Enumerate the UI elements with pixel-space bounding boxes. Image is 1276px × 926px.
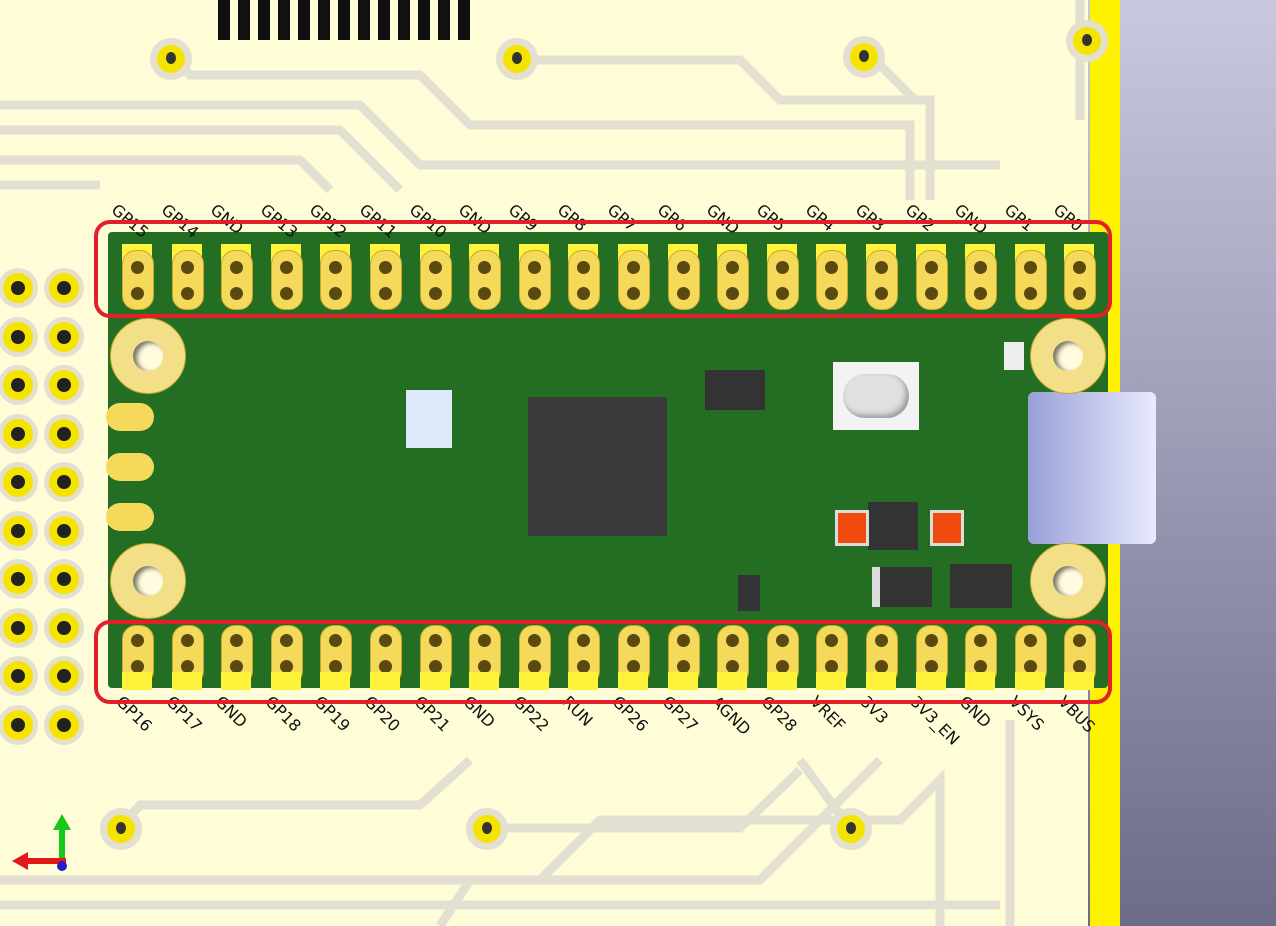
header-pin (44, 656, 84, 696)
pad (915, 672, 946, 690)
diode (950, 564, 1012, 608)
x-axis-arrow-icon (12, 852, 66, 870)
via (830, 808, 872, 850)
highlight-top-header (94, 220, 1112, 318)
highlight-bottom-header (94, 620, 1112, 704)
pin-top (965, 250, 998, 310)
via (1066, 20, 1108, 62)
qr-code (218, 0, 473, 40)
header-pin (44, 365, 84, 405)
pad (568, 672, 599, 690)
pad (171, 672, 202, 690)
debug-pad (106, 453, 154, 481)
pin-top (221, 250, 254, 310)
pad (419, 672, 450, 690)
pin-top (667, 250, 700, 310)
pin-top (1014, 250, 1047, 310)
capacitor (930, 510, 964, 546)
pin-top (320, 250, 353, 310)
flash-chip (406, 390, 452, 448)
pin-top (717, 250, 750, 310)
pad (469, 672, 500, 690)
header-pin (44, 413, 84, 454)
pin-top (469, 250, 502, 310)
diode (872, 567, 932, 607)
pin-top (122, 250, 154, 310)
pad (766, 672, 797, 690)
header-pin (44, 462, 84, 502)
via (496, 38, 538, 80)
header-pin (44, 268, 84, 308)
via (100, 808, 142, 850)
y-axis-arrow-icon (53, 814, 71, 862)
pad (221, 672, 252, 690)
axis-gizmo (12, 814, 71, 871)
pad (370, 672, 400, 690)
header-pin (44, 316, 84, 357)
ic-chip (705, 370, 765, 410)
pin-top (915, 250, 948, 310)
header-pin (0, 704, 38, 745)
pin-top (618, 250, 650, 310)
header-pin (0, 656, 38, 696)
pin-top (171, 250, 204, 310)
pin-top (816, 250, 849, 310)
pad (667, 672, 698, 690)
header-pin (0, 268, 38, 308)
led (1004, 342, 1024, 370)
pin-top (1064, 250, 1097, 310)
pin-top (370, 250, 402, 310)
header-pin (44, 559, 84, 599)
header-pin (0, 365, 38, 405)
header-pin (0, 413, 38, 454)
header-pin (0, 510, 38, 551)
debug-pad (106, 403, 154, 431)
rp2040-chip (528, 397, 667, 536)
pad (320, 672, 351, 690)
bootsel-button[interactable] (833, 362, 919, 430)
pad (122, 672, 152, 690)
z-axis-dot-icon (57, 861, 67, 871)
header-pin (44, 510, 84, 551)
capacitor (835, 510, 869, 546)
transistor (738, 575, 760, 611)
debug-pad (106, 503, 154, 531)
pad (1014, 672, 1045, 690)
pad (717, 672, 748, 690)
pad (866, 672, 896, 690)
header-pin (44, 607, 84, 648)
header-pin (0, 559, 38, 599)
pad (618, 672, 648, 690)
pad (1064, 672, 1095, 690)
pin-top (568, 250, 601, 310)
mounting-hole (1030, 318, 1106, 394)
via (843, 36, 885, 78)
pin-top (270, 250, 303, 310)
header-pin (0, 462, 38, 502)
mounting-hole (110, 543, 186, 619)
mounting-hole (1030, 543, 1106, 619)
via (466, 808, 508, 850)
usb-connector (1028, 392, 1156, 544)
header-pin (44, 704, 84, 745)
pin-top (518, 250, 551, 310)
pad (965, 672, 996, 690)
pad (270, 672, 301, 690)
pin-top (419, 250, 452, 310)
regulator (868, 502, 918, 550)
pad (816, 672, 847, 690)
pin-top (866, 250, 898, 310)
header-pin (0, 316, 38, 357)
header-pin (0, 607, 38, 648)
mounting-hole (110, 318, 186, 394)
pin-top (766, 250, 799, 310)
via (150, 38, 192, 80)
pad (518, 672, 549, 690)
